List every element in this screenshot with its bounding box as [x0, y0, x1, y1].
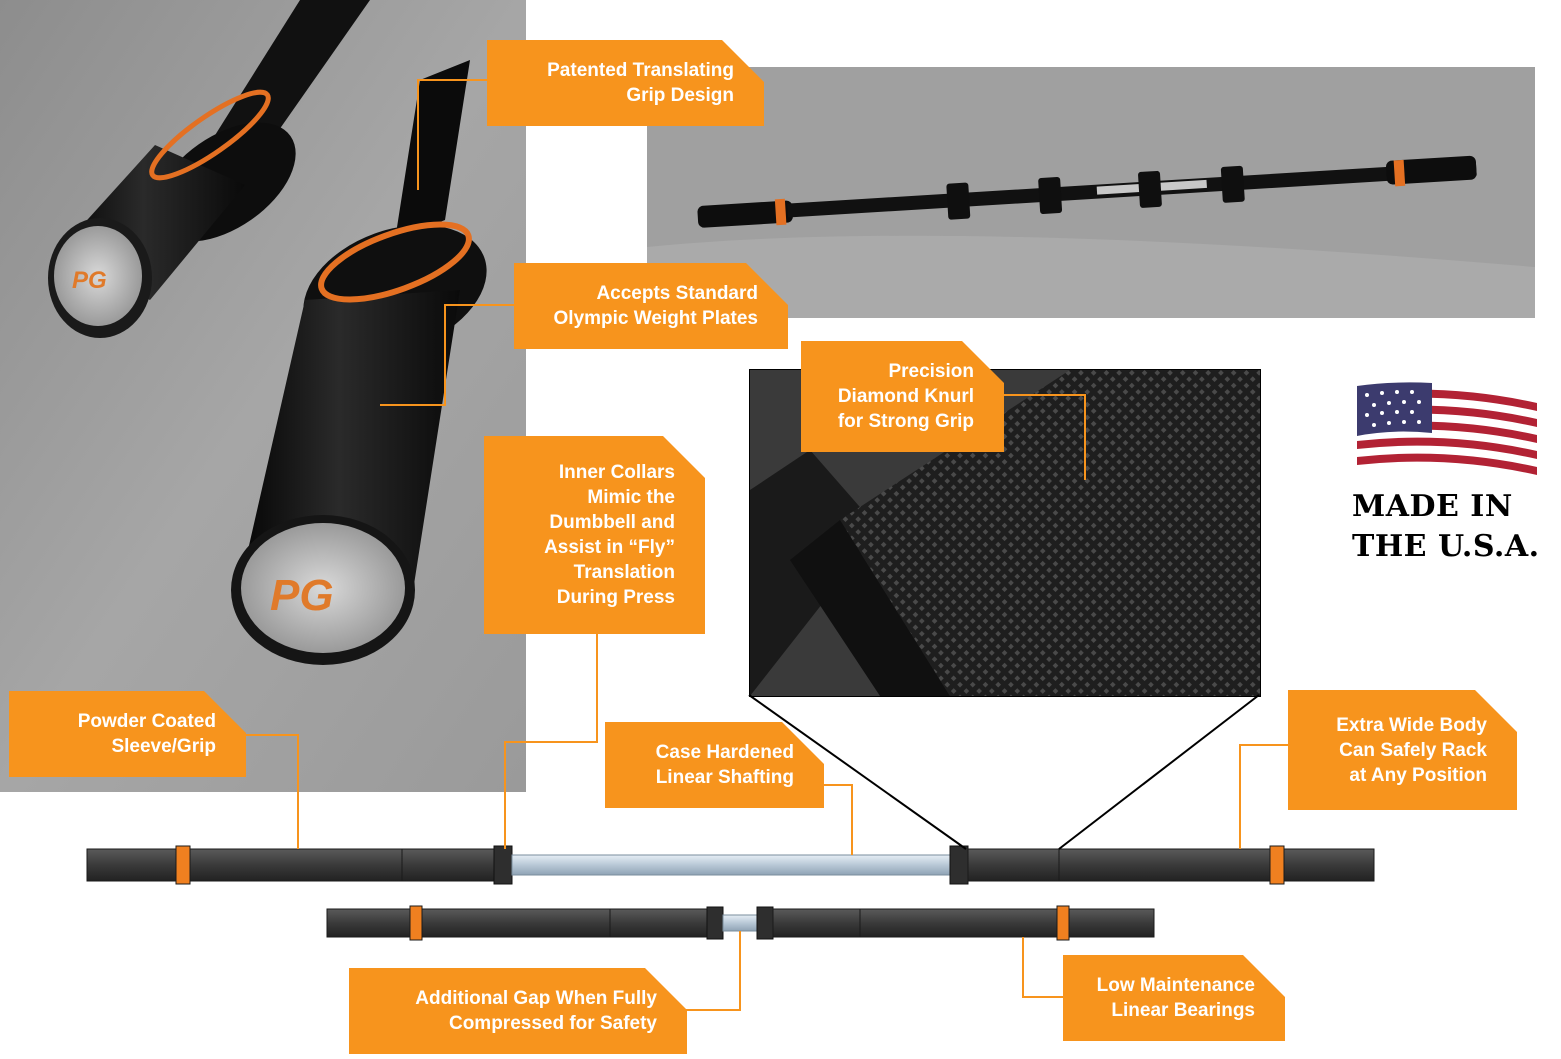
callout-diamond-knurl: Precision Diamond Knurl for Strong Grip	[801, 341, 1004, 452]
callout-case-hardened: Case Hardened Linear Shafting	[605, 722, 824, 808]
callout-line: During Press	[556, 587, 675, 608]
callout-line: Additional Gap When Fully	[415, 988, 657, 1009]
made-in-line-1: MADE IN	[1352, 489, 1513, 524]
callout-line: at Any Position	[1349, 764, 1487, 786]
callout-line: Can Safely Rack	[1339, 739, 1487, 761]
callout-olympic-plates: Accepts Standard Olympic Weight Plates	[514, 263, 788, 349]
callout-line: Low Maintenance	[1096, 975, 1255, 996]
knurl-closeup-photo	[749, 369, 1261, 697]
callout-line: Accepts Standard	[596, 283, 758, 304]
callout-additional-gap: Additional Gap When Fully Compressed for…	[349, 968, 687, 1054]
usa-flag	[1352, 381, 1542, 485]
svg-text:PG: PG	[72, 267, 107, 294]
callout-line: Patented Translating	[547, 60, 734, 81]
callout-line: Extra Wide Body	[1336, 714, 1487, 736]
callout-line: for Strong Grip	[837, 411, 974, 432]
callout-line: Inner Collars	[558, 462, 675, 483]
svg-text:PG: PG	[270, 571, 334, 620]
callout-line: Assist in “Fly”	[544, 537, 675, 558]
callout-line: Grip Design	[626, 85, 734, 106]
callout-line: Linear Shafting	[655, 767, 794, 788]
callout-line: Dumbbell and	[549, 512, 675, 533]
callout-inner-collars: Inner Collars Mimic the Dumbbell and Ass…	[484, 436, 705, 634]
callout-line: Powder Coated	[77, 711, 216, 732]
callout-extra-wide: Extra Wide Body Can Safely Rack at Any P…	[1288, 690, 1517, 810]
callout-line: Translation	[573, 562, 675, 583]
compressed-bar	[326, 905, 1155, 941]
made-in-usa-text: MADE IN THE U.S.A.	[1352, 487, 1552, 567]
callout-line: Olympic Weight Plates	[553, 308, 758, 329]
product-photo-full-bar	[647, 67, 1535, 318]
callout-line: Diamond Knurl	[837, 386, 974, 407]
callout-low-maintenance: Low Maintenance Linear Bearings	[1063, 955, 1285, 1041]
callout-line: Case Hardened	[655, 742, 794, 763]
product-photo-sleeves: PG PG	[0, 0, 526, 792]
callout-line: Sleeve/Grip	[111, 736, 216, 757]
callout-line: Linear Bearings	[1111, 1000, 1255, 1021]
callout-line: Mimic the	[587, 487, 675, 508]
callout-line: Compressed for Safety	[448, 1013, 657, 1034]
extended-bar	[86, 845, 1375, 885]
callout-line: Precision	[888, 361, 974, 382]
callout-powder-coated: Powder Coated Sleeve/Grip	[9, 691, 246, 777]
callout-translating-grip: Patented Translating Grip Design	[487, 40, 764, 126]
made-in-line-2: THE U.S.A.	[1352, 529, 1540, 564]
